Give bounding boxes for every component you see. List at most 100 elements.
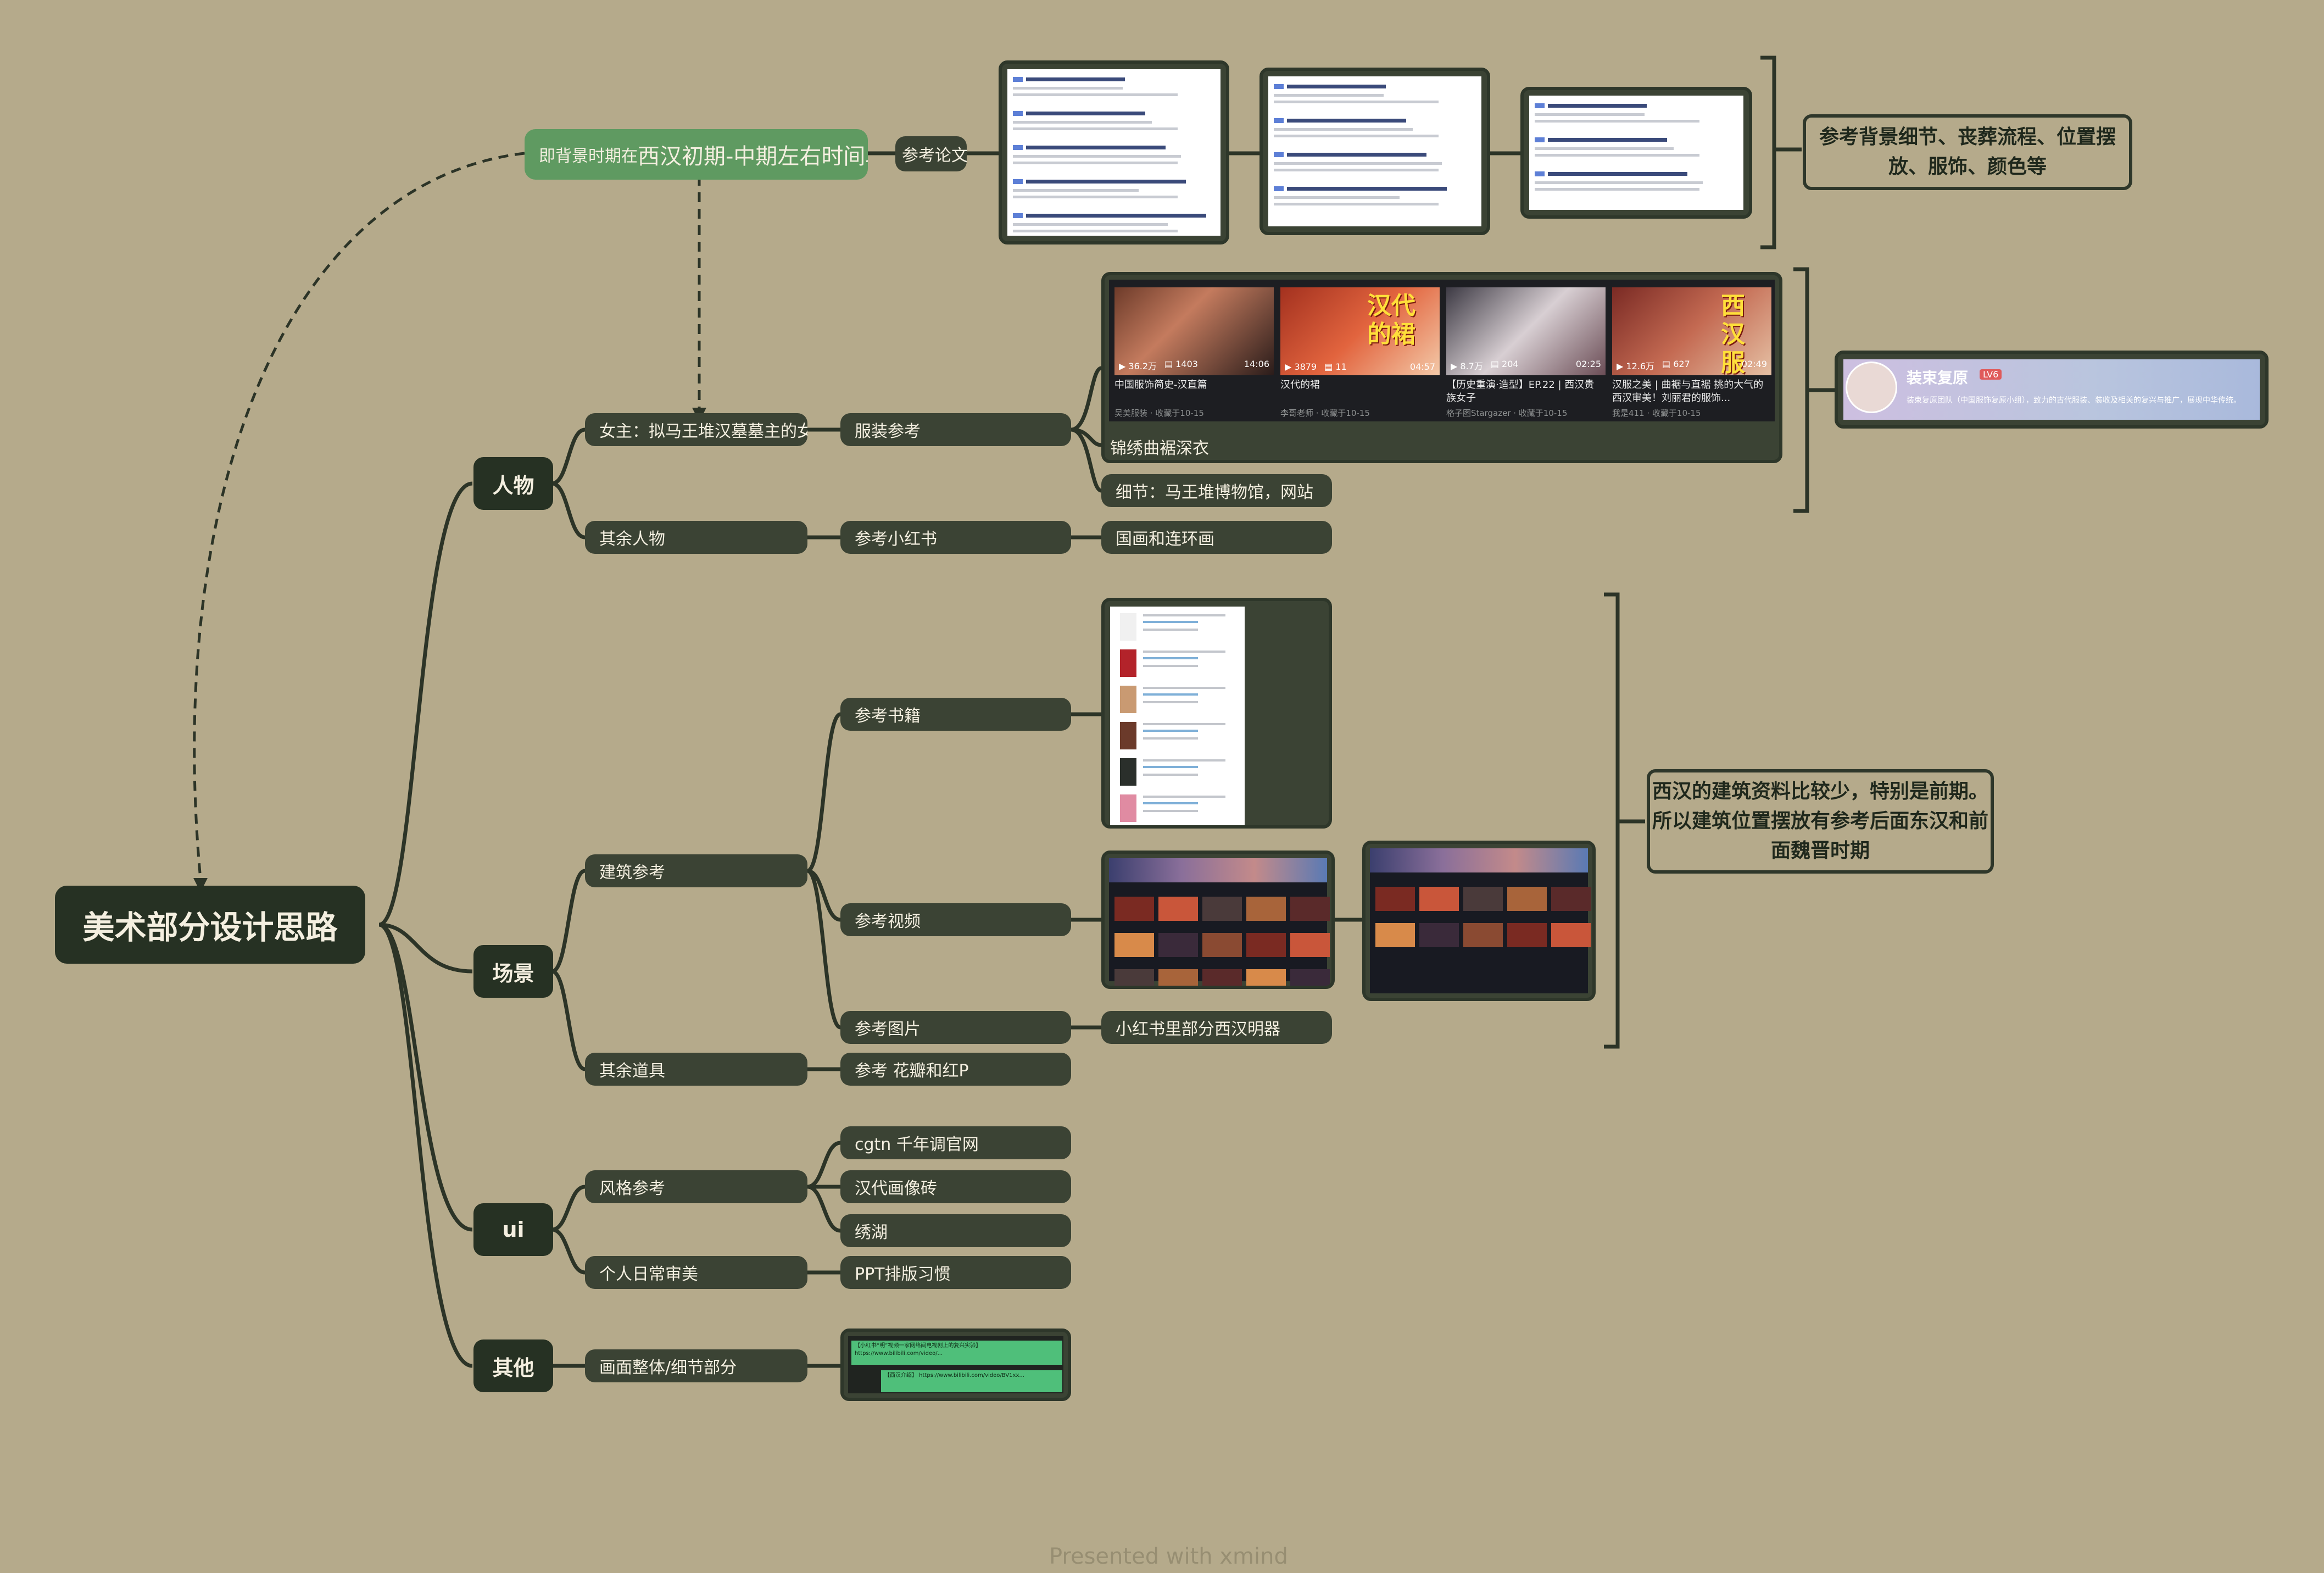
node-xhs-ming[interactable]: 小红书里部分西汉明器 bbox=[1101, 1011, 1332, 1044]
watermark: Presented with xmind bbox=[1049, 1544, 1288, 1569]
background-prefix: 即背景时期在 bbox=[539, 147, 638, 166]
video-thumbnail bbox=[1202, 969, 1242, 986]
video-title[interactable]: 汉代的裙 bbox=[1280, 379, 1320, 391]
video-thumbnail bbox=[1419, 887, 1459, 911]
node-architecture[interactable]: 建筑参考 bbox=[585, 854, 807, 887]
video-thumbnail bbox=[1246, 933, 1286, 957]
category-scene[interactable]: 场景 bbox=[473, 945, 553, 998]
profile-card[interactable]: 装束复原 LV6 装束复原团队（中国服饰复原小组），致力的古代服装、装收及相关的… bbox=[1835, 351, 2269, 429]
node-props[interactable]: 其余道具 bbox=[585, 1053, 807, 1086]
video-danmaku: ▤ 627 bbox=[1662, 359, 1690, 369]
video-thumbnail-overlay-text: 汉代的裙 bbox=[1367, 292, 1415, 348]
node-style-ref[interactable]: 风格参考 bbox=[585, 1170, 807, 1203]
background-highlight: 西汉初期-中期左右时间段 bbox=[638, 144, 868, 169]
profile-banner bbox=[1843, 359, 2260, 420]
video-views: ▶ 8.7万 bbox=[1451, 361, 1483, 371]
video-thumbnail bbox=[1158, 933, 1198, 957]
node-xhs-ref[interactable]: 参考小红书 bbox=[840, 521, 1071, 554]
book-list-image bbox=[1110, 607, 1245, 825]
video-meta: 吴美服装 · 收藏于10-15 bbox=[1114, 408, 1204, 418]
node-videos[interactable]: 参考视频 bbox=[840, 903, 1071, 936]
profile-desc: 装束复原团队（中国服饰复原小组），致力的古代服装、装收及相关的复兴与推广，展现中… bbox=[1907, 396, 2241, 405]
video-thumbnail bbox=[1246, 969, 1286, 986]
book-row bbox=[1116, 754, 1245, 790]
scene-video-screenshot-2[interactable] bbox=[1362, 841, 1596, 1001]
paper-list-image bbox=[1007, 69, 1220, 236]
category-people[interactable]: 人物 bbox=[473, 457, 553, 510]
book-cover bbox=[1120, 649, 1136, 677]
book-cover bbox=[1120, 722, 1136, 749]
jinxiu-label: 锦绣曲裾深衣 bbox=[1110, 439, 1209, 458]
background-period-node[interactable]: 即背景时期在 西汉初期-中期左右时间段 bbox=[525, 129, 868, 180]
node-overall[interactable]: 画面整体/细节部分 bbox=[585, 1349, 807, 1382]
book-cover bbox=[1120, 794, 1136, 822]
node-books[interactable]: 参考书籍 bbox=[840, 698, 1071, 731]
book-row bbox=[1116, 681, 1245, 718]
video-title[interactable]: 汉服之美 | 曲裾与直裾 挑的大气的西汉审美！刘丽君的服饰... bbox=[1612, 379, 1764, 404]
node-detail[interactable]: 细节：马王堆博物馆，网站 bbox=[1101, 474, 1332, 507]
chat-screenshot[interactable]: 【小红书“明”视频一家网络间电视剧上的复兴实验】 https://www.bil… bbox=[840, 1329, 1071, 1401]
scene-video-screenshot-1[interactable] bbox=[1101, 851, 1335, 989]
video-thumbnail bbox=[1158, 897, 1198, 921]
book-cover bbox=[1120, 613, 1136, 641]
node-costume-ref[interactable]: 服装参考 bbox=[840, 413, 1071, 446]
video-thumbnail bbox=[1463, 887, 1503, 911]
node-pictures[interactable]: 参考图片 bbox=[840, 1011, 1071, 1044]
node-painting[interactable]: 国画和连环画 bbox=[1101, 521, 1332, 554]
root-topic[interactable]: 美术部分设计思路 bbox=[55, 886, 365, 964]
category-other[interactable]: 其他 bbox=[473, 1339, 553, 1392]
site-banner bbox=[1370, 848, 1588, 872]
node-other-people[interactable]: 其余人物 bbox=[585, 521, 807, 554]
book-cover bbox=[1120, 686, 1136, 713]
node-personal[interactable]: 个人日常审美 bbox=[585, 1256, 807, 1289]
video-title[interactable]: 中国服饰简史-汉直篇 bbox=[1114, 379, 1207, 391]
paper-screenshot-3[interactable] bbox=[1520, 87, 1752, 219]
video-views: ▶ 12.6万 bbox=[1617, 361, 1655, 371]
video-thumbnail bbox=[1463, 923, 1503, 947]
video-thumbnail bbox=[1114, 933, 1154, 957]
note-architecture[interactable]: 西汉的建筑资料比较少，特别是前期。所以建筑位置摆放有参考后面东汉和前面魏晋时期 bbox=[1647, 769, 1994, 874]
chat-bubble-2: 【西汉介绍】 https://www.bilibili.com/video/BV… bbox=[881, 1370, 1062, 1392]
note-papers[interactable]: 参考背景细节、丧葬流程、位置摆放、服饰、颜色等 bbox=[1803, 114, 2132, 190]
video-thumbnail bbox=[1375, 923, 1415, 947]
paper-ref-node[interactable]: 参考论文 bbox=[895, 136, 967, 171]
video-title[interactable]: 【历史重演·造型】EP.22 | 西汉贵族女子 bbox=[1446, 379, 1595, 404]
video-thumbnail bbox=[1202, 897, 1242, 921]
books-screenshot[interactable] bbox=[1101, 598, 1332, 829]
video-danmaku: ▤ 11 bbox=[1324, 362, 1347, 372]
paper-screenshot-1[interactable] bbox=[999, 60, 1229, 244]
site-banner bbox=[1109, 858, 1327, 882]
video-thumbnail bbox=[1290, 933, 1330, 957]
profile-avatar bbox=[1846, 362, 1897, 413]
category-ui[interactable]: ui bbox=[473, 1203, 553, 1256]
video-danmaku: ▤ 1403 bbox=[1164, 359, 1198, 369]
video-thumbnail bbox=[1246, 897, 1286, 921]
video-thumbnail bbox=[1551, 923, 1591, 947]
node-ppt[interactable]: PPT排版习惯 bbox=[840, 1256, 1071, 1289]
book-row bbox=[1116, 609, 1245, 645]
video-site-image bbox=[1109, 858, 1330, 986]
book-row bbox=[1116, 790, 1245, 825]
paper-screenshot-2[interactable] bbox=[1259, 68, 1490, 235]
video-meta: 李哥老师 · 收藏于10-15 bbox=[1280, 408, 1370, 418]
node-heroine[interactable]: 女主：拟马王堆汉墓墓主的女儿 bbox=[585, 413, 807, 446]
node-cgtn[interactable]: cgtn 千年调官网 bbox=[840, 1126, 1071, 1159]
node-embroidery[interactable]: 绣湖 bbox=[840, 1214, 1071, 1247]
book-row bbox=[1116, 645, 1245, 681]
video-meta: 我是411 · 收藏于10-15 bbox=[1612, 408, 1701, 418]
node-brick[interactable]: 汉代画像砖 bbox=[840, 1170, 1071, 1203]
video-duration: 04:57 bbox=[1409, 362, 1435, 372]
node-props-ref[interactable]: 参考 花瓣和红P bbox=[840, 1053, 1071, 1086]
video-thumbnail-overlay-text: 西汉服 bbox=[1721, 292, 1745, 377]
